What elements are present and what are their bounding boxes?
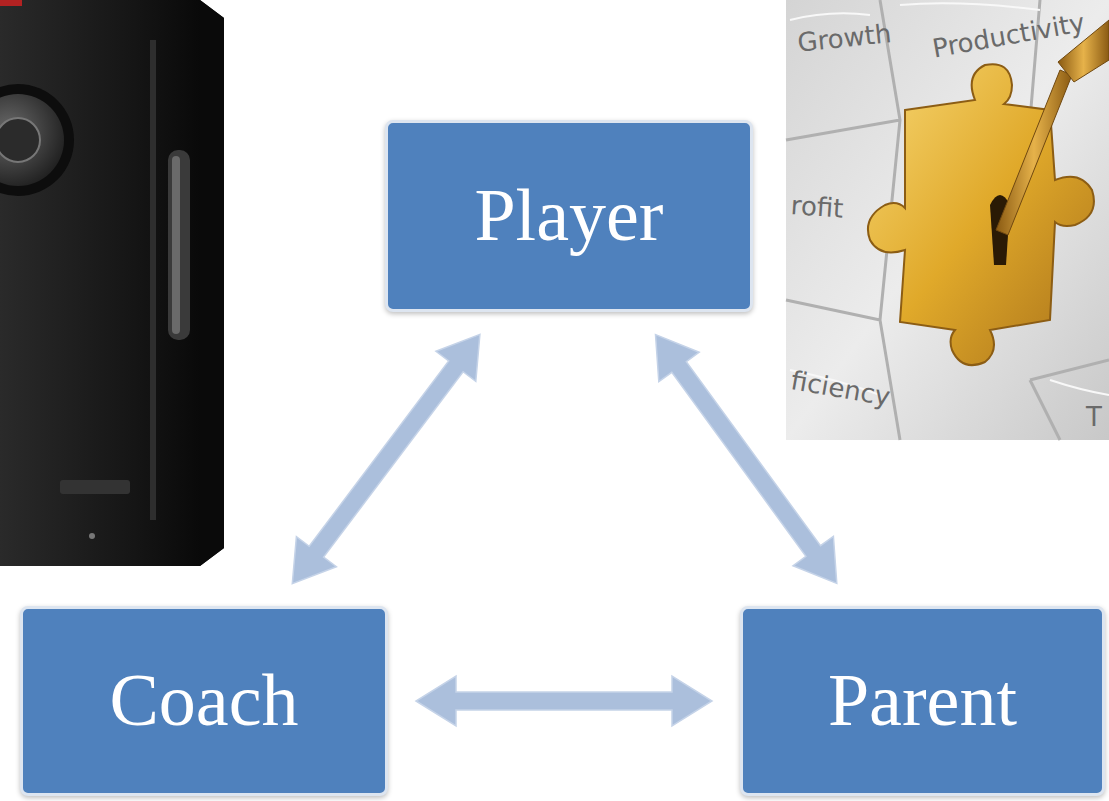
- picture-word: T: [1086, 402, 1102, 432]
- process-box: Coach: [20, 606, 388, 796]
- puzzle-key-picture: [786, 0, 1109, 440]
- process-box: Parent: [740, 606, 1105, 796]
- box-label: Coach: [109, 660, 298, 741]
- picture-word: rofit: [790, 190, 845, 224]
- box-label: Parent: [828, 660, 1017, 741]
- box-label: Player: [474, 175, 663, 256]
- double-arrow: [416, 676, 712, 726]
- process-box: Player: [385, 120, 753, 312]
- double-arrow: [292, 334, 480, 583]
- safe-picture: [0, 0, 226, 566]
